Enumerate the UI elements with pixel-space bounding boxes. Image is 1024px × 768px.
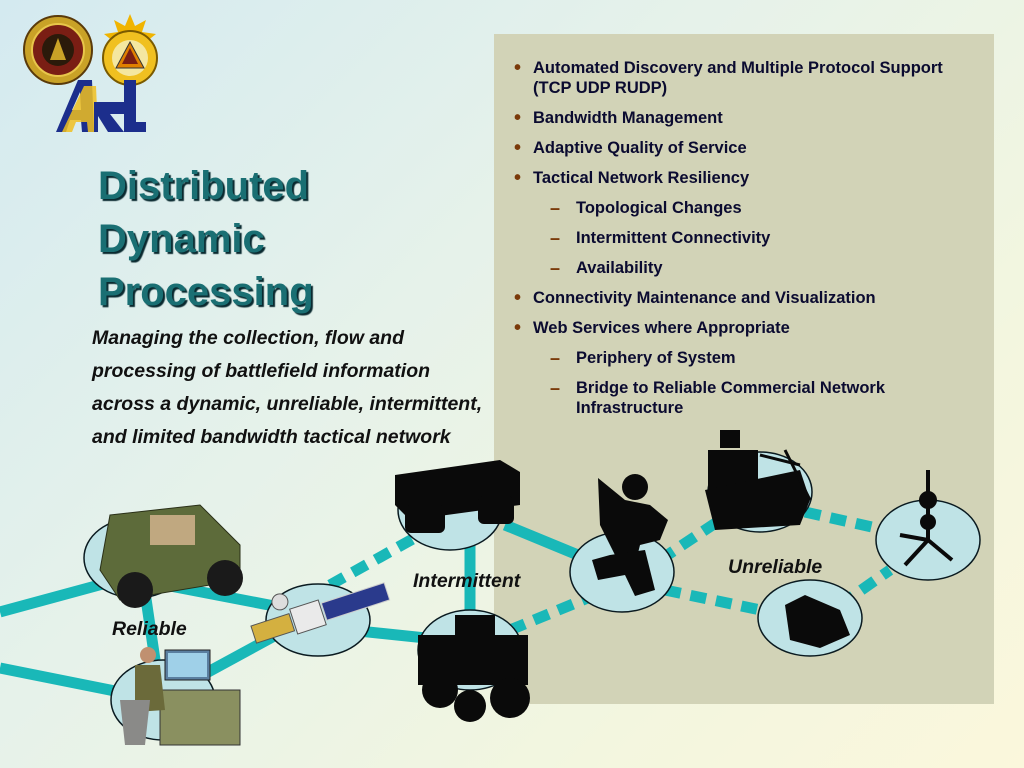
slide-title: Distributed Dynamic Processing [98,160,314,319]
bullet-item: Web Services where Appropriate [512,318,982,338]
robot-vehicle-icon [705,430,812,530]
sub-bullet-item: Periphery of System [512,348,982,368]
soldier-workstation-icon [120,647,241,746]
reliable-label: Reliable [112,618,187,640]
ordnance-seal-icon [23,15,93,85]
bullet-item: Bandwidth Management [512,108,982,128]
bullet-item: Automated Discovery and Multiple Protoco… [512,58,982,98]
title-line: Distributed [98,164,310,208]
bullet-item: Connectivity Maintenance and Visualizati… [512,288,982,308]
robot-vehicle-icon [785,595,850,648]
sub-bullet-item: Topological Changes [512,198,982,218]
robot-vehicle-icon [395,460,520,533]
armored-vehicle-icon [99,504,243,608]
title-line: Dynamic [98,217,265,261]
slide-subtitle: Managing the collection, flow and proces… [92,327,483,448]
arl-logo-icon [56,80,146,132]
bullet-item: Tactical Network Resiliency [512,168,982,188]
unreliable-label: Unreliable [728,556,823,578]
satellite-icon [250,582,391,644]
bullet-list: Automated Discovery and Multiple Protoco… [512,58,982,428]
title-line: Processing [98,270,314,314]
kneeling-soldier-icon [592,474,668,596]
robot-vehicle-icon [418,615,530,722]
sensor-tripod-icon [899,470,954,567]
intermittent-label: Intermittent [413,570,521,592]
sub-bullet-item: Availability [512,258,982,278]
sub-bullet-item: Bridge to Reliable Commercial Network In… [512,378,982,418]
bullet-item: Adaptive Quality of Service [512,138,982,158]
sub-bullet-item: Intermittent Connectivity [512,228,982,248]
